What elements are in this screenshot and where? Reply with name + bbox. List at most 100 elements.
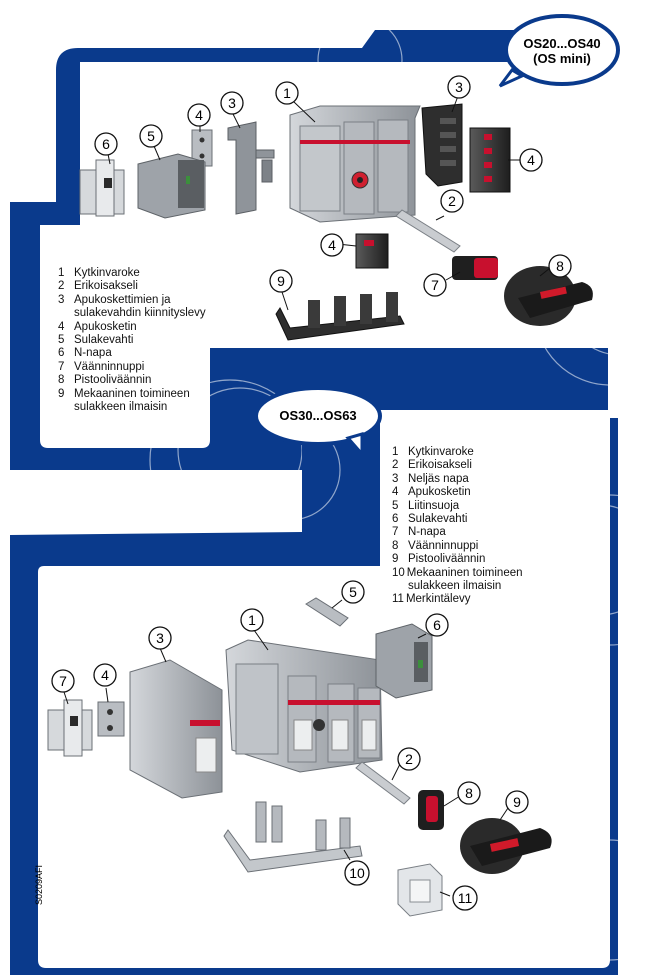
part-shaft-top [395,209,461,253]
legend-number: 4 [392,486,399,499]
part-aux-contact-small [191,129,213,167]
legend-text: Väänninnuppi [408,539,479,552]
top-title-line2: (OS mini) [533,51,591,66]
legend-number: 2 [392,459,399,472]
legend-item: 8 Väänninnuppi [392,540,523,553]
callout-bottom-3: 3 [156,630,164,646]
legend-number: 3 [392,472,399,485]
legend-item: 9 Pistooliväännin [392,553,523,566]
legend-number: 6 [58,347,65,360]
legend-text: N-napa [74,347,112,360]
legend-text-continued: sulakkeen ilmaisin [74,401,168,414]
part-pistol-handle-top [504,266,593,326]
legend-text: Erikoisakseli [74,280,138,293]
part-marking-plate [397,863,443,917]
legend-text-continued: sulakkeen ilmaisin [408,580,502,593]
part-knob-bottom [418,790,444,830]
legend-text: Mekaaninen toimineen [74,387,190,400]
legend-item: 7 Väänninnuppi [58,361,206,374]
figure-code: S0209AFI [34,864,44,905]
legend-item: 2 Erikoisakseli [392,459,523,472]
callout-top-3b: 3 [455,79,463,95]
legend-number: 9 [58,387,65,400]
callout-bottom-8: 8 [465,785,473,801]
legend-text: N-napa [408,526,446,539]
legend-text: Neljäs napa [408,472,469,485]
legend-item: 6 N-napa [58,347,206,360]
legend-number: 10 [392,566,405,579]
part-switch-fuse-bottom [225,639,383,773]
callout-top-7: 7 [431,277,439,293]
top-title: OS20...OS40 (OS mini) [512,36,612,66]
callout-top-9: 9 [277,273,285,289]
callout-bottom-2: 2 [405,751,413,767]
legend-number: 11 [392,593,404,606]
callout-top-4b: 4 [527,152,535,168]
callout-top-1: 1 [283,85,291,101]
part-aux-contact-bottom [97,701,125,737]
legend-item: 1 Kytkinvaroke [58,267,206,280]
callout-bottom-7: 7 [59,673,67,689]
legend-number: 8 [392,539,399,552]
part-fuse-indicator-top [275,292,405,341]
legend-text: Pistooliväännin [74,374,152,387]
legend-text: Väänninnuppi [74,360,145,373]
callout-bottom-4: 4 [101,667,109,683]
legend-number: 3 [58,293,65,306]
legend-text: Kytkinvaroke [408,446,474,458]
part-fuse-monitor-bottom [375,623,433,699]
legend-number: 8 [58,374,65,387]
top-title-bubble [498,14,620,88]
legend-text: Kytkinvaroke [74,267,140,279]
legend-item: 7 N-napa [392,526,523,539]
callout-bottom-10: 10 [349,865,365,881]
callout-top-8: 8 [556,258,564,274]
part-aux-contact-stack [469,127,511,193]
legend-item: 5 Sulakevahti [58,334,206,347]
callout-top-2: 2 [448,193,456,209]
legend-number: 9 [392,553,399,566]
legend-item: 4 Apukosketin [392,486,523,499]
part-pistol-handle-bottom [460,818,552,874]
legend-text-continued: sulakevahdin kiinnityslevy [74,307,206,320]
legend-text: Sulakevahti [74,334,134,347]
part-terminal-shroud [305,597,349,627]
part-n-pole-top [79,159,125,217]
part-mounting-plate-left [227,121,275,215]
legend-number: 5 [58,334,65,347]
legend-text: Apukosketin [408,486,471,499]
legend-text: Merkintälevy [405,593,471,606]
part-fuse-monitor-top [137,153,206,219]
legend-text: Pistooliväännin [408,553,486,566]
bottom-title: OS30...OS63 [279,408,357,423]
callout-circles [51,75,572,911]
legend-text: Erikoisakseli [408,459,472,472]
callout-top-6: 6 [102,136,110,152]
part-shaft-bottom [355,761,411,805]
part-mounting-plate-right [421,103,463,187]
callout-top-5: 5 [147,128,155,144]
legend-number: 7 [392,526,399,539]
legend-text: Sulakevahti [408,513,468,526]
callout-top-4c: 4 [328,237,336,253]
bottom-title-bubble [254,386,382,458]
part-fourth-pole-bottom [129,659,223,799]
part-aux-contact-middle [355,233,389,269]
callout-bottom-1: 1 [248,612,256,628]
part-fuse-indicator-bottom [223,801,363,873]
legend-number: 7 [58,360,65,373]
part-n-pole-bottom [47,699,93,757]
legend-number: 4 [58,320,65,333]
legend-text: Liitinsuoja [408,499,460,512]
legend-number: 1 [58,267,65,279]
top-title-line1: OS20...OS40 [523,36,601,51]
callout-top-4a: 4 [195,107,203,123]
